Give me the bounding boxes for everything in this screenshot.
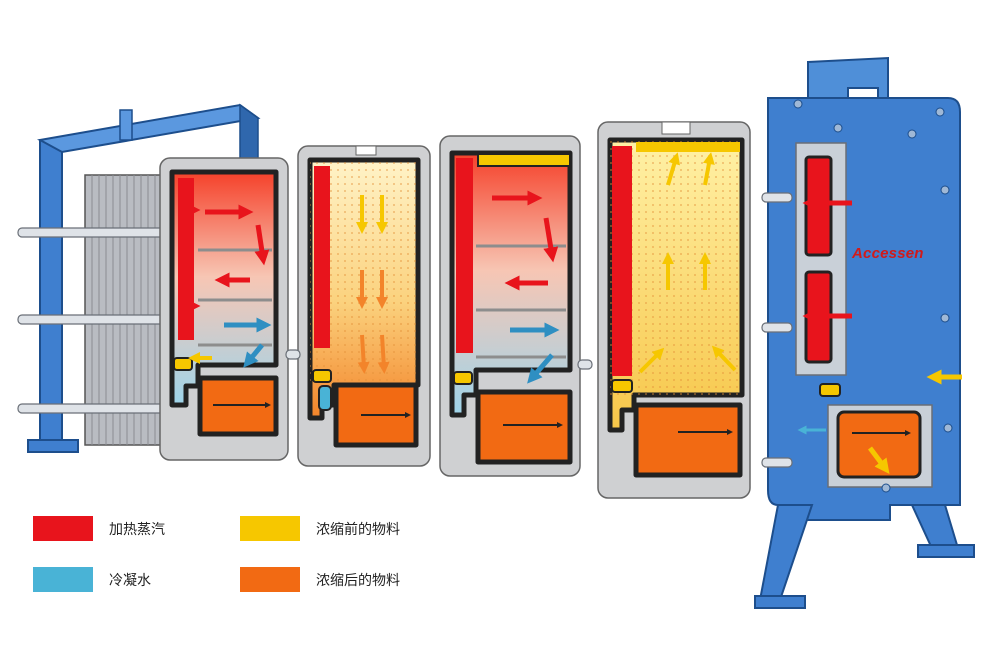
end-frame — [285, 56, 975, 609]
legend-label-concentrate: 浓缩后的物料 — [316, 572, 400, 589]
legend-condensate: 冷凝水 — [33, 567, 151, 592]
heating-plate-3 — [439, 135, 581, 477]
legend-label-condensate: 冷凝水 — [109, 572, 151, 589]
legend-heating-steam: 加热蒸汽 — [33, 516, 165, 541]
legend-swatch-condensate — [33, 567, 93, 592]
heating-plate-1 — [159, 157, 289, 461]
frame-bolts — [793, 99, 953, 493]
legend-swatch-heating-steam — [33, 516, 93, 541]
nozzles — [285, 192, 793, 468]
brand-logo: Accessen — [852, 245, 924, 262]
legend-label-feed-before: 浓缩前的物料 — [316, 521, 400, 538]
legend-concentrate: 浓缩后的物料 — [240, 567, 400, 592]
legend-feed-before: 浓缩前的物料 — [240, 516, 400, 541]
legend-swatch-feed-before — [240, 516, 300, 541]
legend-swatch-concentrate — [240, 567, 300, 592]
product-plate-2 — [297, 145, 431, 467]
guide-rods — [17, 227, 169, 414]
legend-label-heating-steam: 加热蒸汽 — [109, 521, 165, 538]
product-plate-4 — [597, 121, 751, 499]
